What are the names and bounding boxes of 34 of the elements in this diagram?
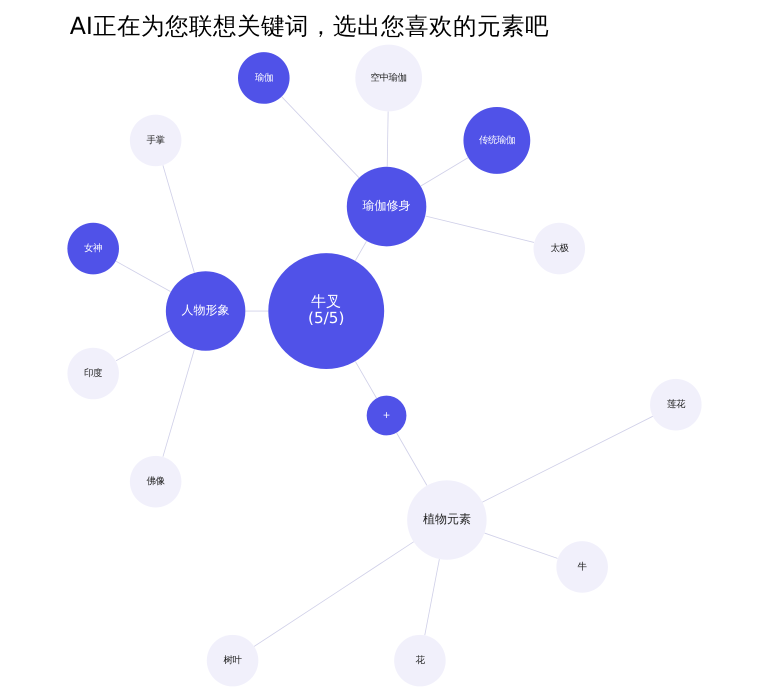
connector xyxy=(245,310,268,312)
node-circle: 树叶 xyxy=(206,634,258,686)
node-circle: 女神 xyxy=(67,222,119,274)
node-circle: 人物形象 xyxy=(166,271,246,351)
node-circle: 瑜伽 xyxy=(238,52,290,104)
connector xyxy=(396,432,428,486)
node-circle: 牛叉 (5/5) xyxy=(268,253,384,369)
node-circle: + xyxy=(366,396,406,436)
node-circle: 植物元素 xyxy=(407,480,487,560)
connector xyxy=(354,361,378,399)
connector xyxy=(116,330,172,362)
node-circle: 佛像 xyxy=(130,456,182,508)
connector xyxy=(420,157,469,186)
connector xyxy=(424,216,534,243)
node-circle: 瑜伽修身 xyxy=(346,166,426,246)
connector xyxy=(484,532,558,559)
connector xyxy=(354,240,367,262)
connector xyxy=(162,348,195,458)
node-circle: 莲花 xyxy=(650,378,702,430)
node-circle: 空中瑜伽 xyxy=(355,44,422,112)
node-circle: 花 xyxy=(394,634,446,686)
connector xyxy=(281,96,360,178)
connector xyxy=(424,558,440,636)
connector xyxy=(386,111,389,167)
node-circle: 手掌 xyxy=(130,114,182,166)
node-circle: 牛 xyxy=(556,541,608,593)
node-circle: 印度 xyxy=(67,348,119,400)
connector xyxy=(482,416,654,503)
node-circle: 传统瑜伽 xyxy=(463,107,530,174)
diagram-title: AI正在为您联想关键词，选出您喜欢的元素吧 xyxy=(70,12,549,40)
node-circle: 太极 xyxy=(534,222,586,274)
connector xyxy=(116,260,172,292)
connector xyxy=(254,541,414,647)
connector xyxy=(162,164,195,274)
